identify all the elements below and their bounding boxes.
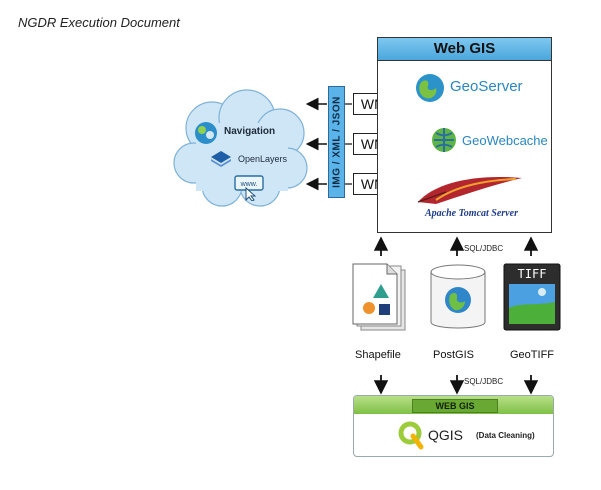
geowebcache-label: GeoWebcache xyxy=(462,133,548,148)
sql-jdbc-label-top: SQL/JDBC xyxy=(464,244,504,253)
shapefile-icon xyxy=(352,263,406,331)
format-label: IMG / XML / JSON xyxy=(331,96,342,188)
navigation-icon xyxy=(195,122,217,144)
navigation-label: Navigation xyxy=(224,126,276,137)
qgis-icon xyxy=(398,421,424,450)
document-title: NGDR Execution Document xyxy=(18,15,180,30)
geotiff-label: GeoTIFF xyxy=(510,349,555,361)
browser-label: www. xyxy=(240,181,258,188)
browser-cursor-icon: www. xyxy=(234,175,264,201)
tiff-icon-text: TIFF xyxy=(518,267,547,281)
desktop-box-title: WEB GIS xyxy=(412,399,498,413)
sql-jdbc-label-bottom: SQL/JDBC xyxy=(464,377,504,386)
format-bar: IMG / XML / JSON xyxy=(328,86,345,198)
web-gis-title: Web GIS xyxy=(378,38,551,61)
qgis-label: QGIS xyxy=(428,427,464,443)
tomcat-feather-icon xyxy=(417,177,522,204)
geoserver-icon xyxy=(416,74,444,102)
database-icon xyxy=(430,264,486,329)
openlayers-icon xyxy=(211,151,231,167)
qgis-note: (Data Cleaning) xyxy=(476,431,535,440)
geowebcache-icon xyxy=(432,128,456,152)
web-gis-box: Web GIS GeoServer GeoWebcache Apache Tom… xyxy=(377,37,552,233)
postgis-label: PostGIS xyxy=(433,349,474,361)
openlayers-label: OpenLayers xyxy=(238,154,288,164)
geoserver-label: GeoServer xyxy=(450,78,523,95)
tiff-icon: TIFF xyxy=(503,263,561,331)
tomcat-label: Apache Tomcat Server xyxy=(425,208,518,219)
shapefile-label: Shapefile xyxy=(355,349,401,361)
desktop-gis-box: WEB GIS QGIS (Data Cleaning) xyxy=(353,395,554,457)
